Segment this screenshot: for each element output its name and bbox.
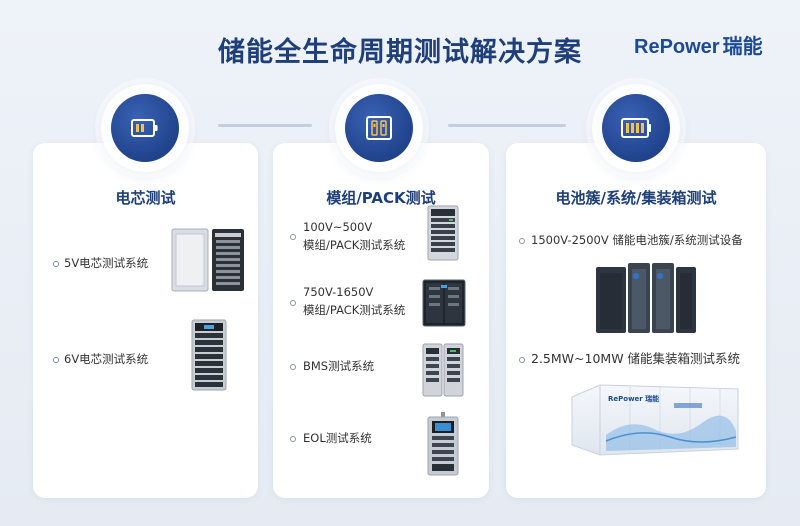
list-item-dot (519, 357, 525, 363)
list-item-6v[interactable]: 6V电芯测试系统 (64, 350, 148, 368)
card-title-cluster: 电池簇/系统/集装箱测试 (555, 189, 717, 207)
connector-line-left (218, 124, 312, 127)
card-cell-testing: 电芯测试 5V电芯测试系统 6V电芯测试系统 (33, 143, 258, 498)
brand-name: RePower (634, 36, 720, 58)
brand-name-cn: 瑞能 (722, 34, 763, 58)
container-image: RePower 瑞能 (570, 383, 740, 457)
item-label: BMS测试系统 (303, 359, 375, 373)
list-item-1500v-2500v[interactable]: 1500V-2500V 储能电池簇/系统测试设备 (531, 231, 743, 249)
item-label-line1: 750V-1650V (303, 285, 374, 299)
container-brand-text: RePower 瑞能 (608, 395, 660, 403)
item-label: 6V电芯测试系统 (64, 352, 149, 366)
page-title: 储能全生命周期测试解决方案 (218, 37, 582, 68)
list-item-dot (290, 436, 296, 442)
list-item-dot (290, 234, 296, 240)
list-item-dot (290, 300, 296, 306)
card-title-cell: 电芯测试 (115, 189, 176, 207)
cabinet-eol-image (427, 411, 459, 477)
item-label-line2: 模组/PACK测试系统 (303, 238, 406, 252)
badge-cell-testing (101, 84, 189, 172)
card-module-pack-testing: 模组/PACK测试 100V~500V 模组/PACK测试系统 750V-165… (273, 143, 489, 498)
item-label-line2: 模组/PACK测试系统 (303, 303, 406, 317)
battery-cell-icon (130, 117, 160, 139)
item-label: 5V电芯测试系统 (64, 256, 149, 270)
battery-module-icon (365, 115, 393, 141)
badge-module-testing (335, 84, 423, 172)
cabinet-100v-image (427, 205, 459, 261)
badge-cluster-testing-inner (602, 94, 670, 162)
list-item-dot (53, 357, 59, 363)
item-label: EOL测试系统 (303, 431, 372, 445)
badge-cell-testing-inner (111, 94, 179, 162)
list-item-5v[interactable]: 5V电芯测试系统 (64, 254, 148, 272)
connector-line-right (448, 124, 566, 127)
list-item-dot (53, 261, 59, 267)
list-item-dot (519, 238, 525, 244)
cluster-cabinet-image (594, 261, 698, 335)
item-label-line1: 100V~500V (303, 220, 373, 234)
list-item-eol[interactable]: EOL测试系统 (303, 429, 372, 447)
item-label: 2.5MW~10MW 储能集装箱测试系统 (531, 351, 741, 366)
list-item-2-5mw-10mw[interactable]: 2.5MW~10MW 储能集装箱测试系统 (531, 350, 740, 368)
cabinet-5v-image (170, 227, 246, 293)
list-item-100v-500v[interactable]: 100V~500V 模组/PACK测试系统 (303, 218, 405, 254)
list-item-dot (290, 364, 296, 370)
cabinet-bms-image (422, 343, 464, 397)
cabinet-6v-image (191, 319, 227, 391)
card-title-module: 模组/PACK测试 (326, 189, 436, 207)
list-item-bms[interactable]: BMS测试系统 (303, 357, 374, 375)
list-item-750v-1650v[interactable]: 750V-1650V 模组/PACK测试系统 (303, 283, 405, 319)
card-cluster-container-testing: 电池簇/系统/集装箱测试 1500V-2500V 储能电池簇/系统测试设备 2.… (506, 143, 766, 498)
badge-cluster-testing (592, 84, 680, 172)
cabinet-750v-image (422, 279, 466, 327)
badge-module-testing-inner (345, 94, 413, 162)
item-label: 1500V-2500V 储能电池簇/系统测试设备 (531, 233, 743, 247)
battery-cluster-icon (620, 117, 652, 139)
